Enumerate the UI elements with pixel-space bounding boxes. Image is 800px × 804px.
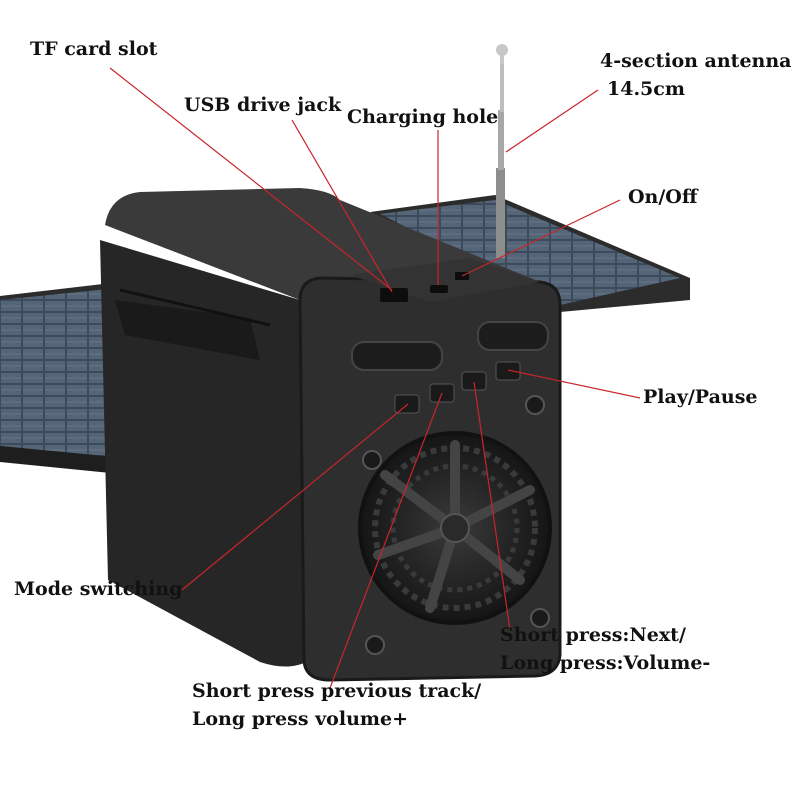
charging-port [430,285,448,293]
right-knob [477,321,549,351]
right-solar-panel [370,195,690,312]
next-label-line1: Short press:Next/ [500,624,686,646]
tf-card-slot-label: TF card slot [30,38,158,60]
on-off-label: On/Off [628,186,698,208]
speaker-body [100,44,562,682]
antenna-label-line2: 14.5cm [607,78,685,100]
play-pause-label: Play/Pause [643,386,758,408]
usb-drive-jack-label: USB drive jack [184,94,342,116]
previous-label-line1: Short press previous track/ [192,680,482,702]
antenna [496,44,508,258]
mode-switching-label: Mode switching [14,578,183,600]
left-knob [351,341,443,371]
mode-button [394,394,420,414]
play-pause-button [495,361,521,381]
charging-hole-label: Charging hole [347,106,499,128]
callout-lines [109,67,641,689]
antenna-label-line1: 4-section antenna [600,50,792,72]
speaker-grill [358,431,552,625]
previous-label-line2: Long press volume+ [192,708,408,730]
next-label-line2: Long press:Volume- [500,652,711,674]
usb-port [380,288,408,302]
next-button [461,371,487,391]
